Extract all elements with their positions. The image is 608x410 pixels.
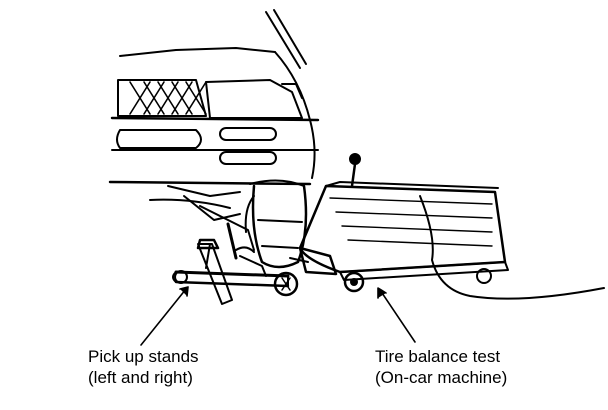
jack-stand	[172, 238, 299, 305]
pickup-stands-line1: Pick up stands	[88, 347, 199, 366]
car-front	[108, 9, 320, 209]
balance-machine	[289, 153, 605, 300]
suspension	[183, 195, 255, 260]
tire-balance-label: Tire balance test (On-car machine)	[375, 346, 507, 388]
front-tire	[244, 184, 308, 269]
tire-balance-line2: (On-car machine)	[375, 368, 508, 387]
grille-hatch	[129, 81, 207, 115]
pickup-leader-arrow	[140, 286, 189, 346]
pickup-stands-label: Pick up stands (left and right)	[88, 346, 199, 388]
tire-balance-line1: Tire balance test	[375, 347, 501, 366]
machine-shading	[329, 197, 493, 247]
pickup-stands-line2: (left and right)	[88, 368, 193, 387]
balance-leader-arrow	[377, 287, 416, 343]
